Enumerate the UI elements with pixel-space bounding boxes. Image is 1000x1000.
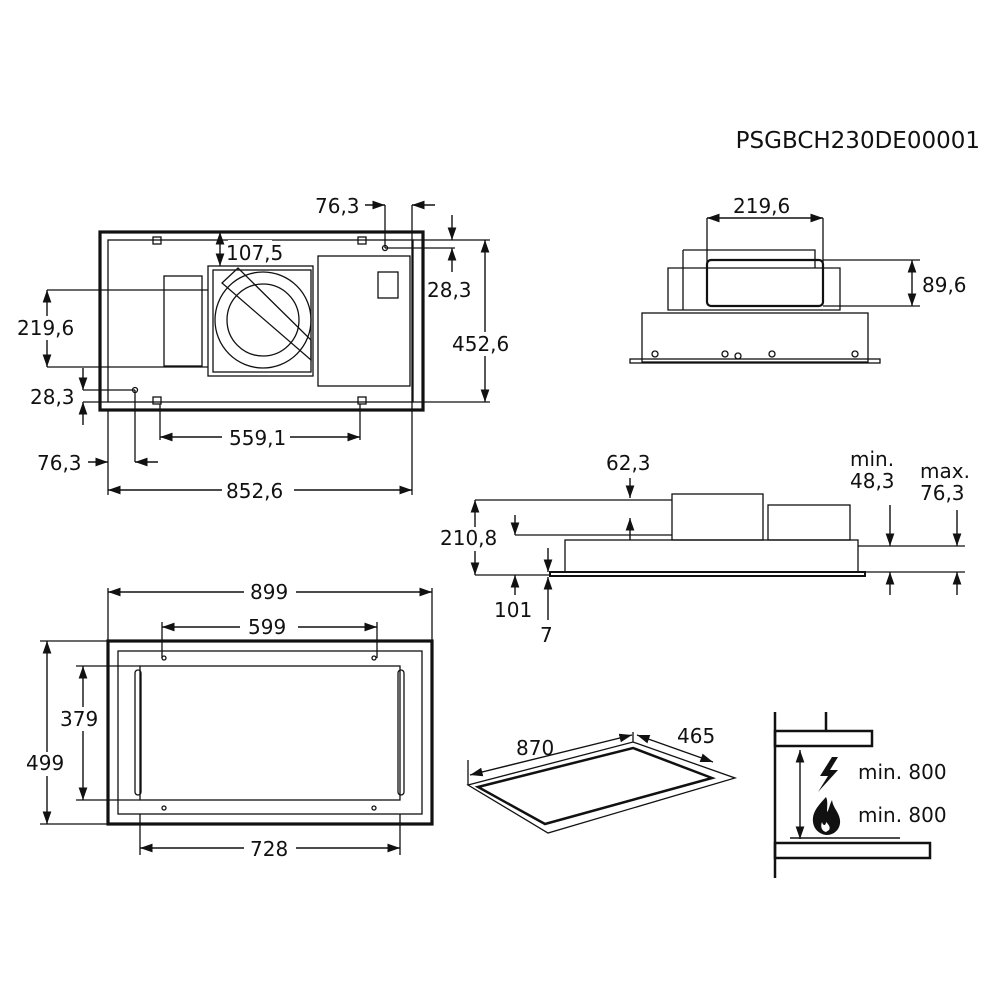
side-view — [629, 213, 920, 364]
dim-89-6: 89,6 — [922, 273, 967, 297]
dim-899: 899 — [250, 580, 288, 604]
model-code: PSGBCH230DE00001 — [736, 128, 980, 154]
lightning-icon — [818, 757, 838, 792]
dim-48-3: 48,3 — [850, 469, 895, 493]
dim-28-3-left: 28,3 — [30, 385, 75, 409]
gas-clearance: min. 800 — [858, 803, 947, 827]
electric-clearance: min. 800 — [858, 760, 947, 784]
dim-728: 728 — [250, 837, 288, 861]
dim-379: 379 — [60, 707, 98, 731]
dim-28-3-right: 28,3 — [427, 278, 472, 302]
dim-107-5: 107,5 — [226, 241, 283, 265]
dim-852-6: 852,6 — [226, 479, 283, 503]
dim-219-6-side: 219,6 — [733, 194, 790, 218]
dim-210-8: 210,8 — [440, 526, 497, 550]
dim-499: 499 — [26, 751, 64, 775]
dim-559-1: 559,1 — [229, 426, 286, 450]
dim-465: 465 — [677, 724, 715, 748]
flame-icon — [812, 797, 841, 835]
dim-870: 870 — [516, 736, 554, 760]
dim-76-3-max: 76,3 — [920, 481, 965, 505]
dim-452-6: 452,6 — [452, 332, 509, 356]
dim-76-3-top: 76,3 — [315, 194, 360, 218]
install-view — [470, 478, 965, 620]
max-label: max. — [920, 459, 970, 483]
cutout-view — [466, 732, 738, 834]
dim-219-6-top: 219,6 — [17, 316, 74, 340]
min-label: min. — [850, 447, 894, 471]
dim-76-3-bottom: 76,3 — [37, 451, 82, 475]
dim-62-3: 62,3 — [606, 451, 651, 475]
dim-7: 7 — [540, 623, 553, 647]
dim-599: 599 — [248, 615, 286, 639]
dim-101: 101 — [494, 598, 532, 622]
clearance-view — [773, 712, 932, 878]
